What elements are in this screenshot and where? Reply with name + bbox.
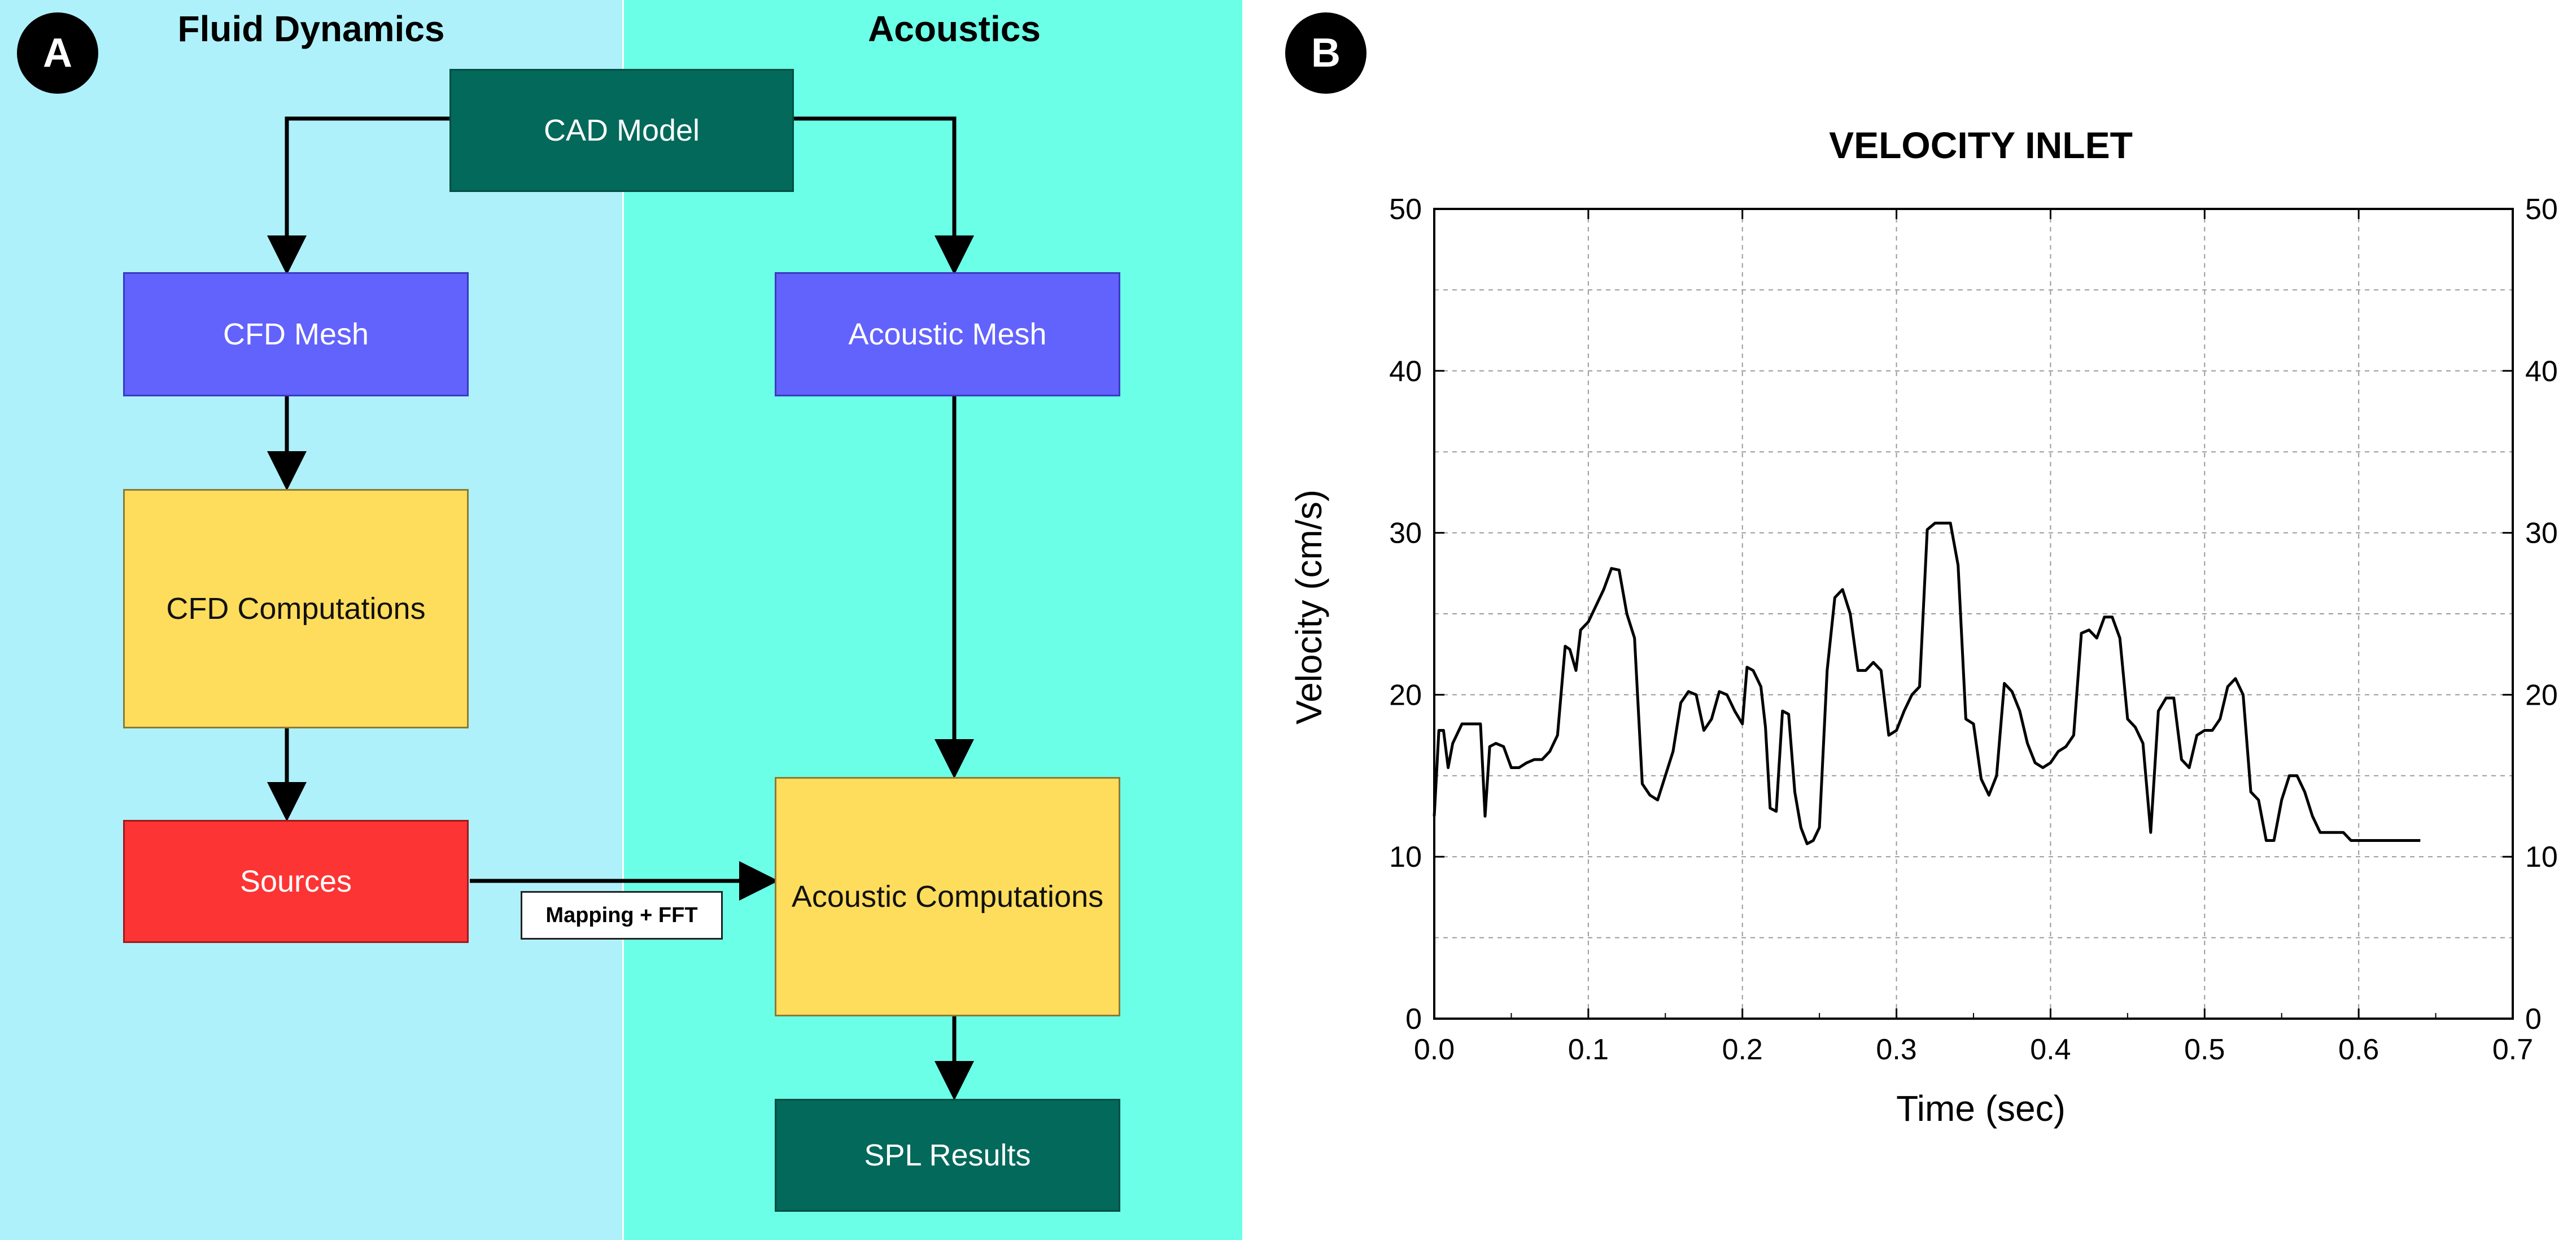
x-axis-label: Time (sec)	[1896, 1088, 2066, 1129]
right-y-tick-label: 20	[2525, 679, 2558, 711]
cfd-computations-node: CFD Computations	[123, 489, 469, 728]
y-tick-label: 10	[1389, 841, 1422, 874]
y-tick-label: 0	[1405, 1003, 1422, 1036]
x-tick-label: 0.2	[1722, 1033, 1763, 1066]
x-tick-label: 0.6	[2338, 1033, 2379, 1066]
right-y-tick-label: 50	[2525, 193, 2558, 226]
right-y-tick-label: 30	[2525, 517, 2558, 550]
right-y-tick-label: 40	[2525, 355, 2558, 388]
mapping-fft-label: Mapping + FFT	[521, 891, 723, 940]
grid-lines	[1434, 209, 2513, 1019]
cfd-mesh-node: CFD Mesh	[123, 272, 469, 396]
y-tick-label: 30	[1389, 517, 1422, 550]
x-tick-label: 0.7	[2492, 1033, 2533, 1066]
lane-divider	[622, 0, 624, 1240]
chart-title: VELOCITY INLET	[1829, 124, 2133, 166]
arrow-cad-to-acoustic-mesh	[794, 116, 974, 275]
velocity-series-line	[1433, 521, 2421, 845]
cad-model-node: CAD Model	[449, 69, 794, 192]
y-tick-label: 40	[1389, 355, 1422, 388]
y-axis-label: Velocity (cm/s)	[1289, 490, 1329, 724]
spl-results-node: SPL Results	[775, 1099, 1120, 1212]
flow-connectors	[267, 116, 974, 1101]
fluid-dynamics-title: Fluid Dynamics	[177, 8, 445, 49]
panel-a-badge: A	[17, 12, 98, 94]
x-tick-label: 0.0	[1414, 1033, 1455, 1066]
x-tick-label: 0.1	[1568, 1033, 1609, 1066]
x-tick-label: 0.4	[2030, 1033, 2071, 1066]
sources-node: Sources	[123, 820, 469, 943]
y-tick-label: 20	[1389, 679, 1422, 711]
acoustics-lane	[624, 0, 1242, 1240]
chart-panel: B VELOCITY INLET 0.0 0.1 0.2 0.3 0.4 0.5 0.6 0.…	[1242, 0, 2576, 1240]
acoustic-mesh-node: Acoustic Mesh	[775, 272, 1120, 396]
acoustic-computations-node: Acoustic Computations	[775, 777, 1120, 1016]
arrow-cad-to-cfd-mesh	[267, 116, 449, 275]
right-y-tick-label: 10	[2525, 841, 2558, 874]
y-tick-label: 50	[1389, 193, 1422, 226]
flowchart-panel: Fluid Dynamics Acoustics A CAD Model CFD…	[0, 0, 1242, 1240]
series-layer	[1433, 521, 2421, 845]
x-tick-label: 0.3	[1876, 1033, 1916, 1066]
right-y-tick-label: 0	[2525, 1003, 2542, 1036]
panel-b-badge: B	[1285, 12, 1366, 94]
acoustics-title: Acoustics	[868, 8, 1041, 49]
x-tick-label: 0.5	[2184, 1033, 2225, 1066]
